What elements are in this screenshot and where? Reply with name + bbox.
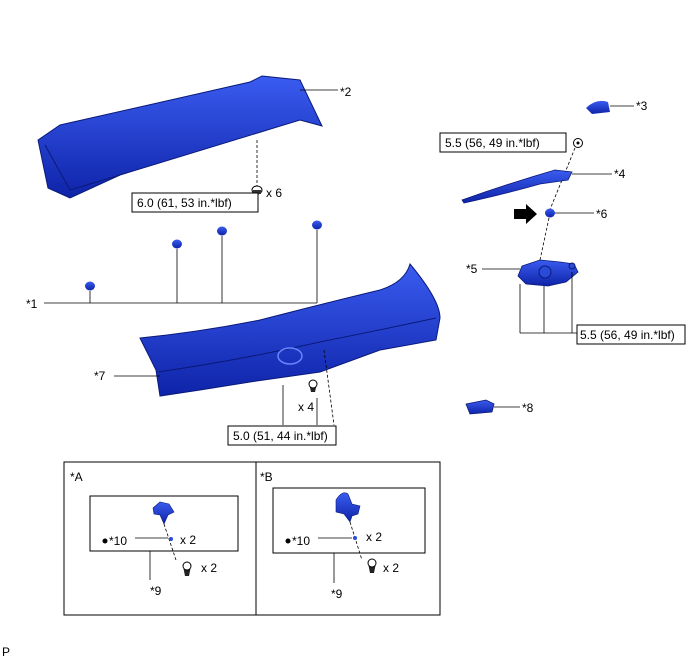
view-a-marker [102, 538, 108, 544]
callout-8: *8 [522, 401, 534, 415]
torque-box-6-0 [131, 192, 259, 213]
wiper-motor [517, 259, 579, 287]
wiper-arm-cap [586, 100, 610, 114]
qty-screw-4: x 4 [298, 400, 314, 414]
callout-3: *3 [636, 99, 648, 113]
detail-view-frame [63, 461, 441, 616]
view-b-label: *B [260, 470, 273, 484]
view-b-callout-10: *10 [292, 534, 310, 548]
rear-spoiler [37, 75, 323, 199]
callout-7: *7 [94, 369, 106, 383]
clip-group [85, 220, 322, 291]
wiper-arm-nut [573, 138, 583, 148]
wiper-arm [461, 169, 573, 204]
torque-6-0: 6.0 (61, 53 in.*lbf) [137, 196, 232, 210]
view-b-marker [285, 538, 291, 544]
view-b-screw [367, 558, 377, 573]
torque-box-5-5-upper [439, 132, 567, 153]
callout-6: *6 [596, 207, 608, 221]
torque-box-5-0 [227, 425, 337, 446]
view-b-qty-clip: x 2 [366, 530, 382, 544]
torque-box-5-5-lower [576, 324, 686, 345]
callout-4: *4 [614, 167, 626, 181]
callout-1: *1 [26, 297, 38, 311]
view-b-qty-screw: x 2 [383, 561, 399, 575]
callout-2: *2 [340, 85, 352, 99]
qty-nut-6: x 6 [266, 186, 282, 200]
view-a-screw [182, 561, 192, 576]
pivot-cap [545, 208, 555, 218]
view-a-callout-10: *10 [109, 534, 127, 548]
view-a-qty-clip: x 2 [180, 533, 196, 547]
torque-5-0: 5.0 (51, 44 in.*lbf) [233, 429, 328, 443]
torque-5-5-lower: 5.5 (56, 49 in.*lbf) [580, 328, 675, 342]
view-b-clip [335, 492, 361, 523]
back-door-garnish [139, 262, 441, 397]
front-arrow [514, 204, 537, 224]
view-a-qty-screw: x 2 [201, 561, 217, 575]
view-a-clip [152, 501, 175, 525]
garnish-screw [308, 379, 318, 392]
callout-5: *5 [466, 262, 478, 276]
wiper-motor-connector [465, 399, 495, 415]
view-a-callout-9: *9 [150, 584, 162, 598]
page-code: P [2, 645, 10, 658]
view-a-label: *A [70, 470, 83, 484]
torque-5-5-upper: 5.5 (56, 49 in.*lbf) [445, 136, 540, 150]
view-b-callout-9: *9 [331, 587, 343, 601]
